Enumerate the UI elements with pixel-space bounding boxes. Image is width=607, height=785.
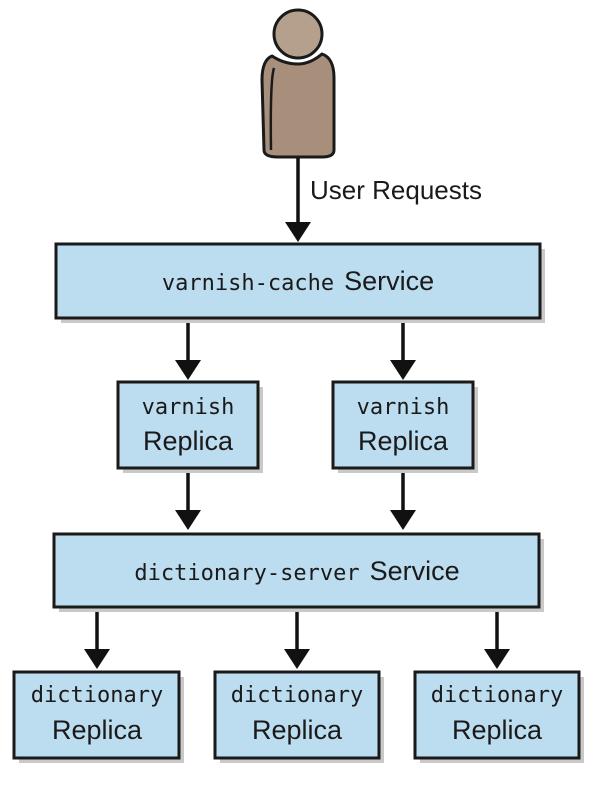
varnish-replica-2-suffix: Replica — [358, 426, 449, 456]
varnish-replica-node-1: varnish Replica — [116, 380, 263, 473]
dictionary-replica-node-2: dictionary Replica — [213, 670, 384, 763]
dictionary-replica-3-suffix: Replica — [452, 715, 543, 745]
varnish-replica-2-name: varnish — [357, 395, 450, 420]
dictionary-replica-node-1: dictionary Replica — [12, 670, 184, 763]
dictionary-server-service-node: dictionary-server Service — [52, 532, 544, 612]
user-icon — [260, 8, 336, 159]
edges — [84, 158, 510, 669]
arrow-user-to-varnish-service — [285, 158, 311, 242]
arrow-dictionary-service-to-replica-2 — [284, 608, 310, 669]
varnish-cache-service-name: varnish-cache — [162, 271, 334, 296]
arrow-varnish-service-to-replica-1 — [175, 318, 201, 380]
dictionary-replica-1-name: dictionary — [31, 683, 163, 708]
varnish-replica-1-suffix: Replica — [143, 426, 234, 456]
dictionary-server-service-label: dictionary-server Service — [134, 556, 459, 586]
dictionary-server-service-suffix: Service — [370, 556, 460, 586]
arrow-varnish-service-to-replica-2 — [390, 318, 416, 380]
varnish-cache-service-label: varnish-cache Service — [162, 266, 434, 296]
arrow-varnish-replica-2-to-dictionary-service — [390, 468, 416, 530]
arrow-varnish-replica-1-to-dictionary-service — [175, 468, 201, 530]
dictionary-replica-node-3: dictionary Replica — [413, 670, 584, 763]
varnish-replica-1-name: varnish — [142, 395, 235, 420]
dictionary-replica-2-name: dictionary — [231, 683, 363, 708]
varnish-replica-node-2: varnish Replica — [331, 380, 478, 473]
dictionary-server-service-name: dictionary-server — [134, 561, 359, 586]
dictionary-replica-1-suffix: Replica — [52, 715, 143, 745]
dictionary-replica-3-name: dictionary — [431, 683, 563, 708]
varnish-cache-service-node: varnish-cache Service — [54, 242, 545, 323]
varnish-cache-service-suffix: Service — [344, 266, 434, 296]
dictionary-replica-2-suffix: Replica — [252, 715, 343, 745]
user-requests-label: User Requests — [310, 175, 482, 205]
arrow-dictionary-service-to-replica-1 — [84, 608, 110, 669]
arrow-dictionary-service-to-replica-3 — [484, 608, 510, 669]
